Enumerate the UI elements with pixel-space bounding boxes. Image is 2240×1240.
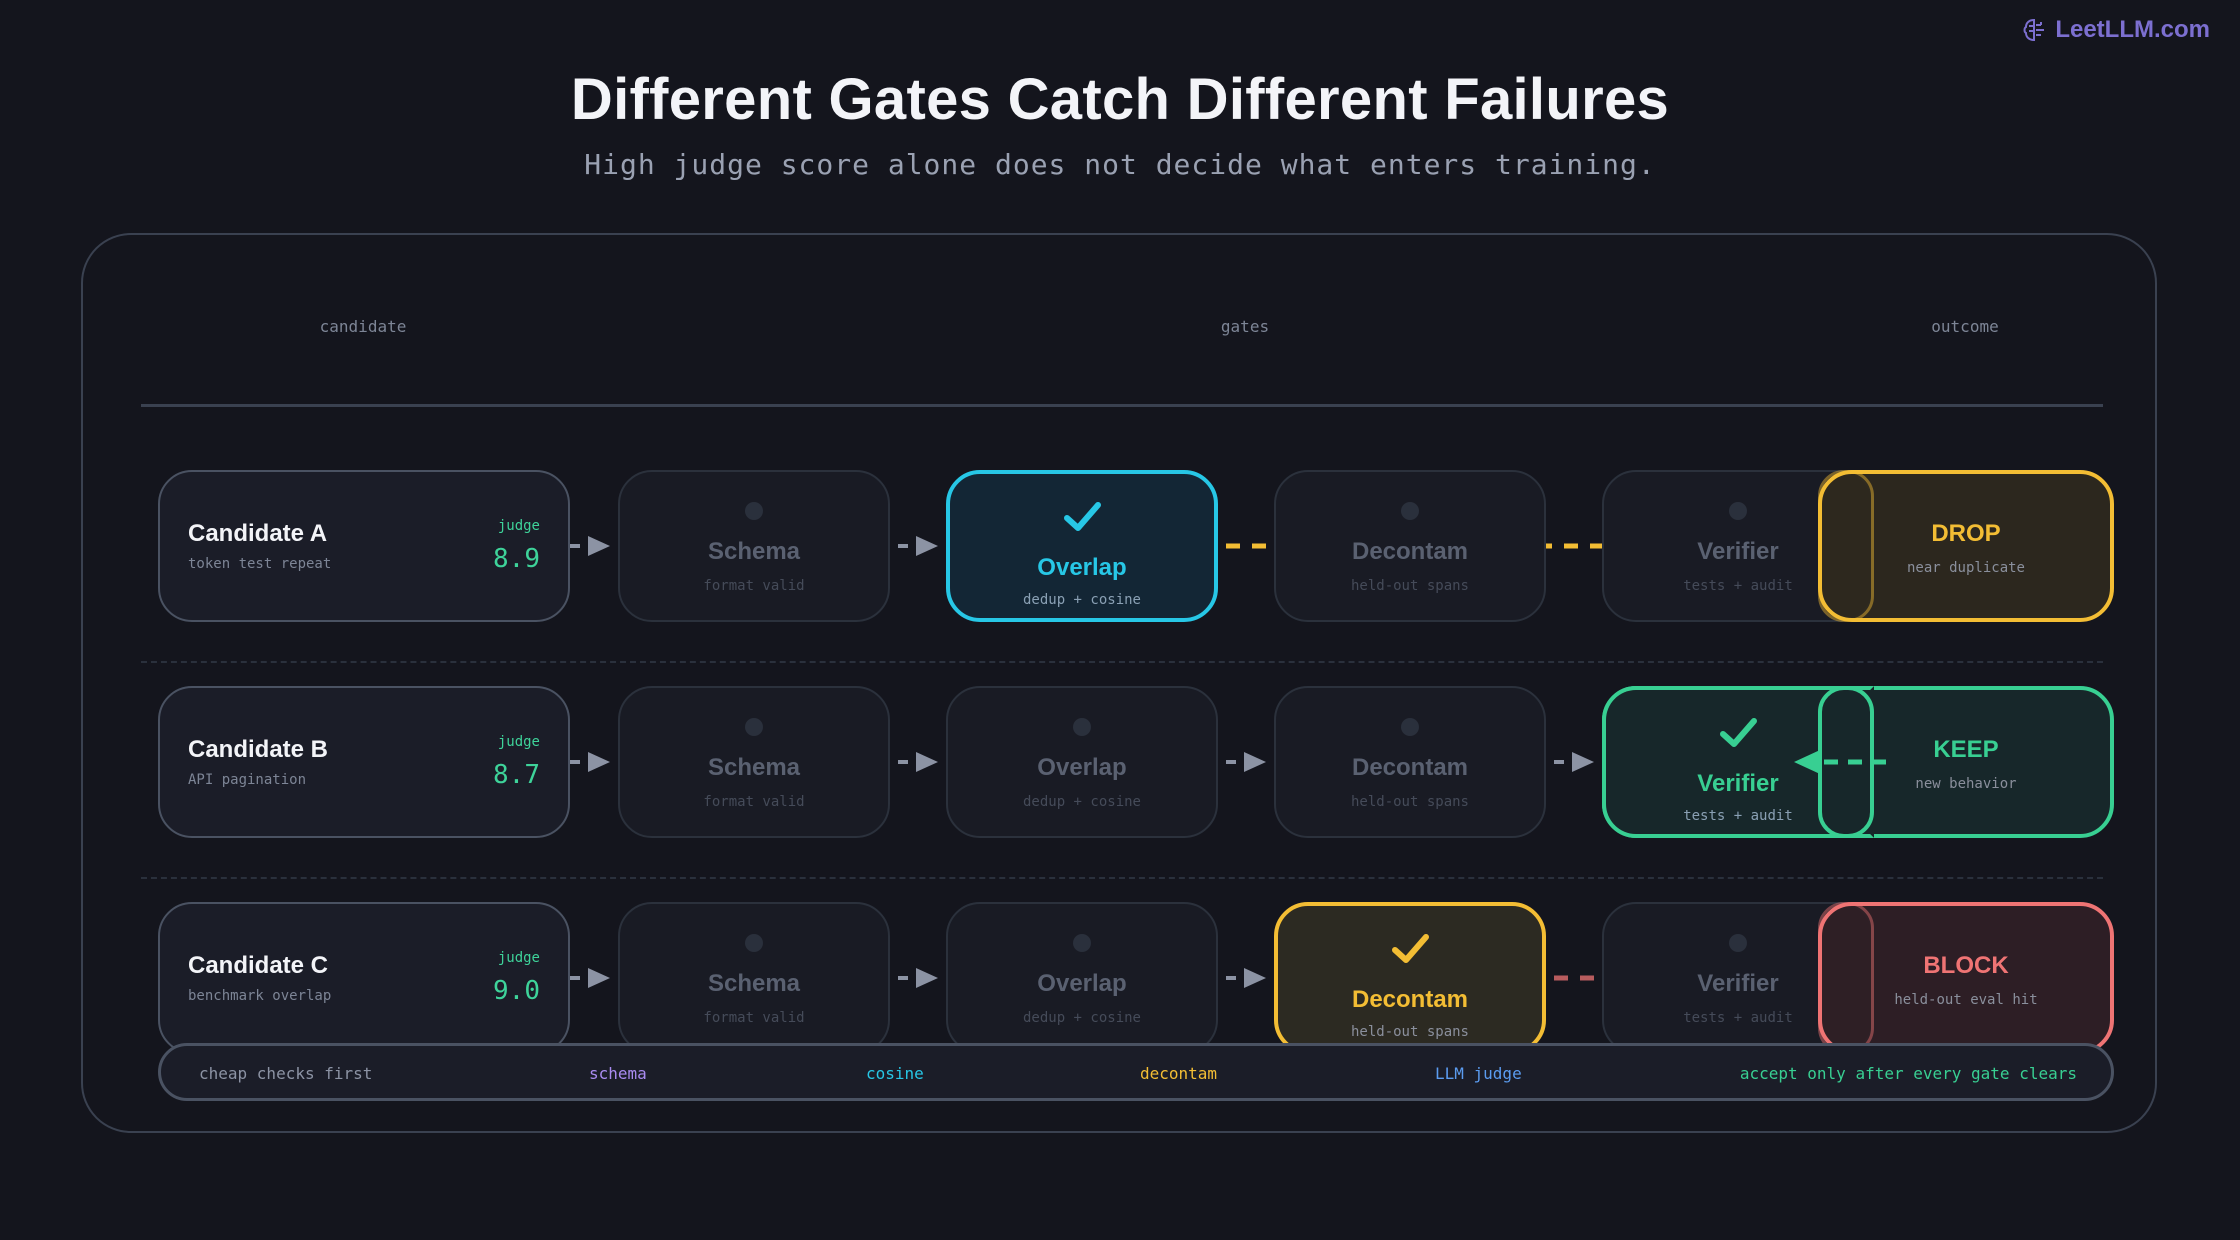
outcome-desc: near duplicate — [1906, 560, 2025, 576]
outcome-desc: held-out eval hit — [1894, 992, 2038, 1008]
gate-overlap[interactable]: Overlap dedup + cosine — [946, 686, 1218, 838]
gate-schema[interactable]: Schema format valid — [618, 686, 890, 838]
judge-label: judge — [497, 734, 540, 750]
gate-desc: dedup + cosine — [1022, 794, 1141, 810]
legend-decontam: decontam — [1140, 1064, 1218, 1083]
column-header-outcome: outcome — [1931, 317, 1999, 336]
judge-label: judge — [497, 518, 540, 534]
gate-name: Schema — [707, 754, 801, 781]
legend-cosine: cosine — [866, 1064, 924, 1083]
candidate-card-a[interactable]: Candidate A token test repeat judge 8.9 — [158, 470, 570, 622]
status-dot — [1401, 718, 1419, 736]
gate-desc: format valid — [703, 794, 805, 810]
legend-intro: cheap checks first — [199, 1064, 373, 1083]
gate-desc: dedup + cosine — [1022, 592, 1141, 608]
row-divider — [141, 877, 2103, 879]
gate-desc: held-out spans — [1350, 578, 1469, 594]
judge-score: 9.0 — [493, 976, 540, 1006]
gate-desc: tests + audit — [1683, 578, 1793, 594]
gate-name: Verifier — [1697, 970, 1779, 997]
gate-desc: held-out spans — [1350, 1024, 1469, 1040]
gate-desc: tests + audit — [1683, 1010, 1793, 1026]
legend-final: accept only after every gate clears — [1739, 1064, 2077, 1083]
outcome-connector-drop — [1818, 470, 1874, 622]
gate-name: Verifier — [1697, 538, 1779, 565]
outcome-connector-block — [1818, 902, 1874, 1054]
gate-desc: held-out spans — [1350, 794, 1469, 810]
candidate-card-c[interactable]: Candidate C benchmark overlap judge 9.0 — [158, 902, 570, 1054]
judge-score: 8.9 — [493, 544, 540, 574]
status-dot — [1729, 934, 1747, 952]
gate-schema[interactable]: Schema format valid — [618, 902, 890, 1054]
gate-name: Schema — [707, 538, 801, 565]
diagram-panel — [81, 233, 2157, 1133]
brand-text: LeetLLM.com — [2055, 16, 2210, 43]
check-icon — [1392, 934, 1429, 963]
check-icon — [1064, 502, 1101, 531]
legend-schema: schema — [589, 1064, 647, 1083]
candidate-desc: API pagination — [188, 772, 307, 788]
gate-name: Overlap — [1037, 554, 1127, 581]
status-dot — [745, 934, 763, 952]
outcome-desc: new behavior — [1915, 776, 2017, 792]
gate-overlap-active[interactable]: Overlap dedup + cosine — [946, 470, 1218, 622]
gate-name: Decontam — [1351, 986, 1469, 1013]
column-header-gates: gates — [1220, 317, 1270, 336]
gate-name: Schema — [707, 970, 801, 997]
gate-desc: format valid — [703, 578, 805, 594]
return-arrowhead — [1794, 750, 1820, 774]
gate-schema[interactable]: Schema format valid — [618, 470, 890, 622]
legend-bar: cheap checks first schema cosine deconta… — [158, 1043, 2114, 1101]
page-subtitle: High judge score alone does not decide w… — [584, 148, 1656, 181]
candidate-name: Candidate C — [188, 952, 329, 979]
status-dot — [1073, 718, 1091, 736]
judge-label: judge — [497, 950, 540, 966]
status-dot — [745, 718, 763, 736]
judge-score: 8.7 — [493, 760, 540, 790]
brand-logo[interactable]: LeetLLM.com — [2021, 16, 2210, 44]
gate-name: Overlap — [1037, 970, 1127, 997]
row-divider — [141, 661, 2103, 663]
gate-overlap[interactable]: Overlap dedup + cosine — [946, 902, 1218, 1054]
outcome-label: DROP — [1931, 520, 2001, 547]
header-divider — [141, 404, 2103, 407]
gate-desc: tests + audit — [1683, 808, 1793, 824]
candidate-desc: token test repeat — [188, 556, 332, 572]
status-dot — [1401, 502, 1419, 520]
gate-name: Verifier — [1697, 770, 1779, 797]
gate-desc: format valid — [703, 1010, 805, 1026]
candidate-name: Candidate B — [188, 736, 329, 763]
gate-name: Overlap — [1037, 754, 1127, 781]
status-dot — [1729, 502, 1747, 520]
candidate-card-b[interactable]: Candidate B API pagination judge 8.7 — [158, 686, 570, 838]
gate-decontam-active[interactable]: Decontam held-out spans — [1274, 902, 1546, 1054]
status-dot — [745, 502, 763, 520]
column-header-candidate: candidate — [319, 317, 407, 336]
outcome-label: BLOCK — [1923, 952, 2009, 979]
gate-decontam[interactable]: Decontam held-out spans — [1274, 470, 1546, 622]
candidate-name: Candidate A — [188, 520, 328, 547]
status-dot — [1073, 934, 1091, 952]
check-icon — [1720, 718, 1757, 747]
legend-llm-judge: LLM judge — [1435, 1064, 1522, 1083]
gate-name: Decontam — [1351, 538, 1469, 565]
outcome-label: KEEP — [1933, 736, 1999, 763]
brain-icon — [2023, 18, 2045, 42]
gate-desc: dedup + cosine — [1022, 1010, 1141, 1026]
page-title: Different Gates Catch Different Failures — [570, 67, 1670, 132]
gate-name: Decontam — [1351, 754, 1469, 781]
gate-decontam[interactable]: Decontam held-out spans — [1274, 686, 1546, 838]
candidate-desc: benchmark overlap — [188, 988, 332, 1004]
